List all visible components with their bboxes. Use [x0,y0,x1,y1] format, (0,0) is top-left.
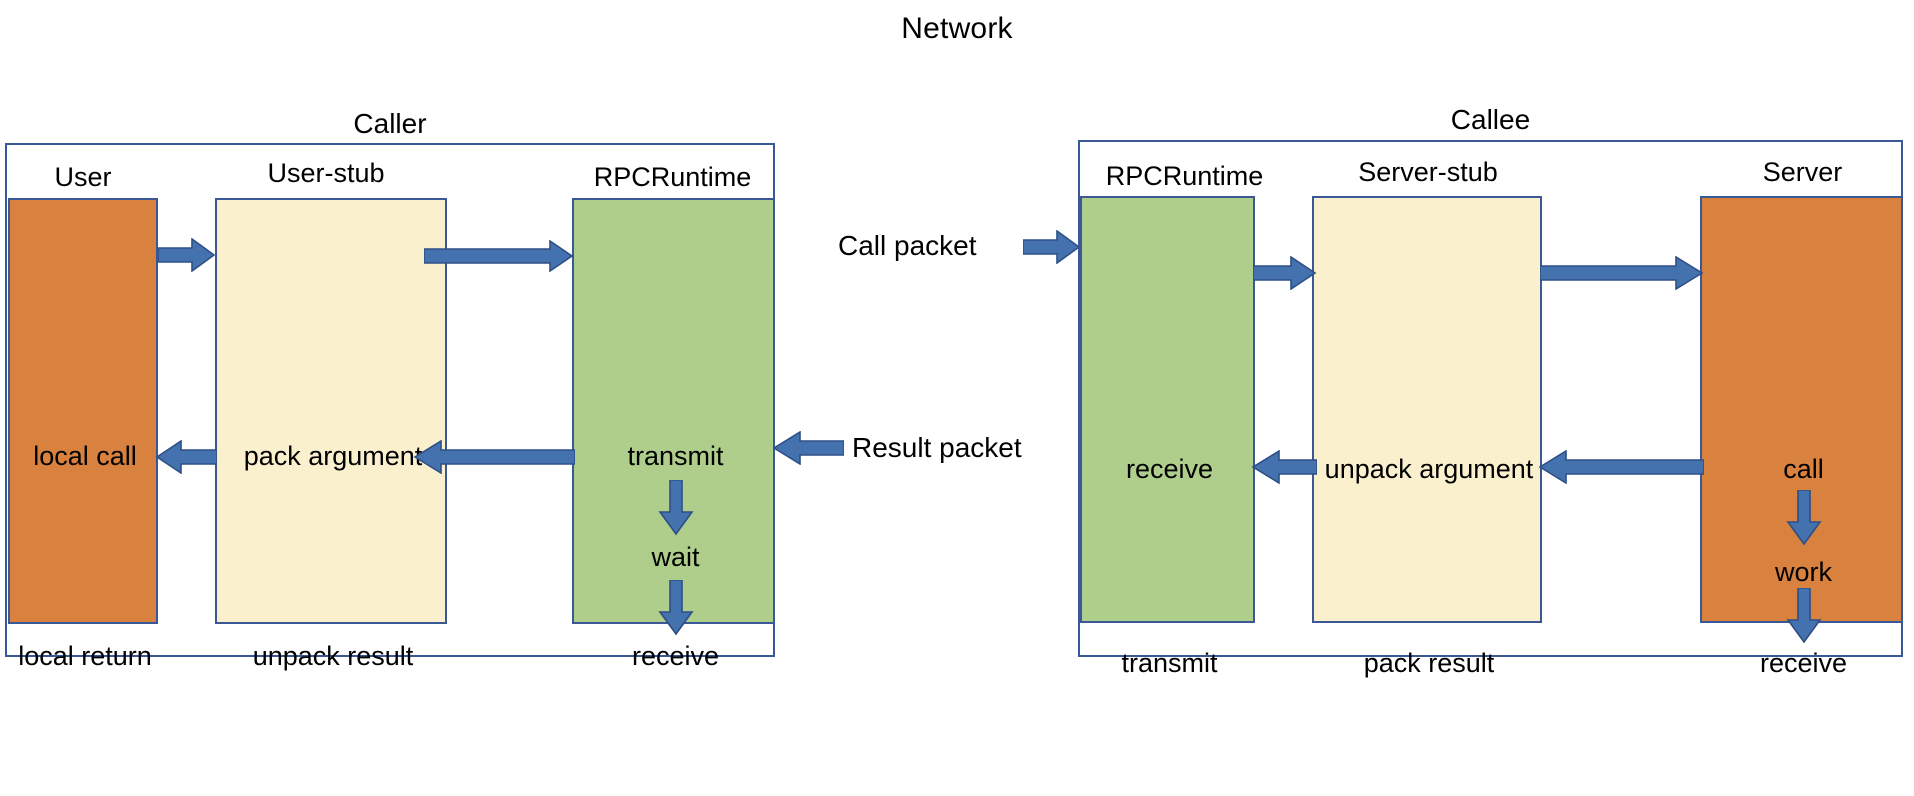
step-server-receive: receive [1759,648,1848,678]
callee-rpcruntime-box[interactable]: receive transmit [1080,196,1255,677]
callee-server-box[interactable]: call work receive [1700,196,1903,677]
step-unpack-argument: unpack argument [1324,454,1534,484]
callee-column-label-server: Server [1762,157,1843,187]
step-pack-argument: pack argument [243,441,423,471]
result-packet-label: Result packet [852,432,1022,463]
step-receive: receive [631,641,720,671]
callee-server-stub-box[interactable]: unpack argument pack result [1312,196,1542,677]
step-local-return: local return [18,641,152,671]
arrow-down-work-to-receive [1786,588,1822,644]
arrow-right-call-packet [1023,230,1081,264]
arrow-right-local-call-to-pack-argument [158,238,216,272]
caller-user-stub-box[interactable]: pack argument unpack result [215,198,447,670]
arrow-right-unpack-argument-to-call [1540,256,1704,290]
arrow-left-unpack-result-to-local-return [155,440,217,474]
callee-title: Callee [1450,104,1531,135]
arrow-left-result-packet [772,431,844,465]
step-wait: wait [651,542,700,572]
arrow-down-call-to-work [1786,490,1822,546]
callee-column-label-rpcruntime: RPCRuntime [1105,161,1264,191]
arrow-down-transmit-to-wait [658,480,694,536]
step-server-call: call [1783,454,1824,484]
step-pack-result: pack result [1363,648,1495,678]
arrow-right-pack-argument-to-transmit [424,240,574,272]
caller-user-box[interactable]: local call local return [8,198,158,670]
step-server-work: work [1774,557,1832,587]
caller-column-label-user: User [54,162,112,192]
step-local-call: local call [33,441,137,471]
call-packet-label: Call packet [838,230,977,261]
caller-rpcruntime-box[interactable]: transmit wait receive [572,198,775,670]
caller-title: Caller [353,108,427,139]
arrow-left-pack-result-to-callee-transmit [1251,450,1317,484]
arrow-left-caller-receive-to-unpack-result [413,440,575,474]
arrow-left-server-receive-to-pack-result [1538,450,1704,484]
callee-column-label-server-stub: Server-stub [1358,157,1498,187]
caller-column-label-user-stub: User-stub [267,158,385,188]
arrow-right-callee-receive-to-unpack-argument [1253,256,1317,290]
network-title: Network [901,12,1013,45]
step-unpack-result: unpack result [252,641,414,671]
arrow-down-wait-to-receive [658,580,694,636]
step-transmit: transmit [627,441,724,471]
step-callee-receive: receive [1125,454,1214,484]
step-callee-transmit: transmit [1121,648,1218,678]
caller-column-label-rpcruntime: RPCRuntime [593,162,752,192]
